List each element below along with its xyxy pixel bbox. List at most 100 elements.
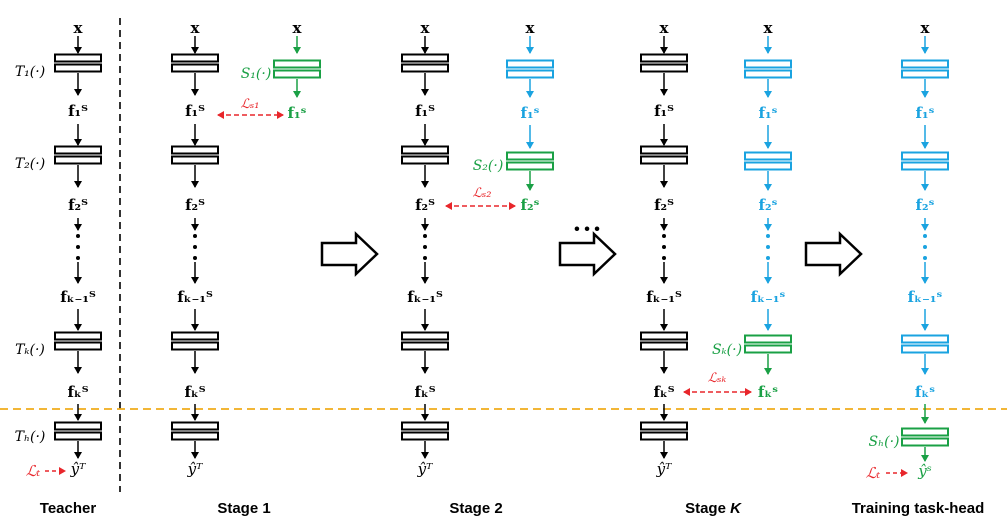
teacher-block-t1-lower [54, 63, 102, 73]
taskhead-input-x: x [921, 19, 931, 37]
stage2-block-th-upper [401, 421, 449, 431]
stage1-block-tk-lower [171, 341, 219, 351]
teacher-ellipsis-dot-2 [76, 256, 80, 260]
stage1-student-f1s: f₁ˢ [288, 104, 307, 122]
stage2-f2t: f₂ᵀ [415, 196, 435, 214]
stagek-block-t1-lower [640, 63, 688, 73]
stage2-block-t1-upper [401, 53, 449, 63]
stage1-fkm1t: fₖ₋₁ᵀ [177, 288, 213, 306]
stage2-ellipsis-dot-1 [423, 245, 427, 249]
stage1-block-th-lower [171, 431, 219, 441]
stagek-fkm1t: fₖ₋₁ᵀ [646, 288, 682, 306]
stage-ellipsis: • • • [574, 221, 600, 238]
teacher-block-th-upper [54, 421, 102, 431]
stagek-student-ellipsis-dot-0 [766, 234, 770, 238]
stage1-student-input-x: x [293, 19, 303, 37]
stage2-f1t: f₁ᵀ [415, 102, 435, 120]
taskhead-ellipsis-dot-1 [923, 245, 927, 249]
stage2-ellipsis-dot-2 [423, 256, 427, 260]
taskhead-ellipsis-dot-0 [923, 234, 927, 238]
stagek-block-th-lower [640, 431, 688, 441]
stage2-block-t1-lower [401, 63, 449, 73]
stage2-student-block-s1-lower [506, 69, 554, 79]
stagek-student-ellipsis-dot-1 [766, 245, 770, 249]
stagek-fkt: fₖᵀ [653, 383, 674, 401]
teacher-loss-t: ℒₜ [26, 462, 41, 480]
stage2-block-t2-upper [401, 145, 449, 155]
taskhead-block-sh-upper [901, 427, 949, 437]
stage2-block-th-lower [401, 431, 449, 441]
taskhead-fkm1s: fₖ₋₁ˢ [908, 288, 943, 306]
stage1-y-hat-t: ŷᵀ [187, 460, 203, 478]
stage1-ellipsis-dot-2 [193, 256, 197, 260]
stagek-student-fkm1s: fₖ₋₁ˢ [751, 288, 786, 306]
teacher-input-x: x [74, 19, 84, 37]
stage2-student-f2s: f₂ˢ [521, 196, 540, 214]
stagek-loss-sk-label: ℒₛₖ [708, 371, 727, 386]
teacher-y-hat-t: ŷᵀ [70, 460, 86, 478]
stage2-block-tk-upper [401, 331, 449, 341]
stage1-block-t1-upper [171, 53, 219, 63]
stagek-block-t1-upper [640, 53, 688, 63]
stage2-y-hat-t: ŷᵀ [417, 460, 433, 478]
stage2-fkt: fₖᵀ [414, 383, 435, 401]
stagek-block-tk-lower [640, 341, 688, 351]
taskhead-block-s1-lower [901, 69, 949, 79]
stagek-ellipsis-dot-0 [662, 234, 666, 238]
taskhead-block-sh-lower [901, 437, 949, 447]
stagek-student-ellipsis-dot-2 [766, 256, 770, 260]
stage1-f2t: f₂ᵀ [185, 196, 205, 214]
stage2-student-label-s2: S₂(·) [473, 158, 504, 174]
stagek-f1t: f₁ᵀ [654, 102, 674, 120]
teacher-block-th-lower [54, 431, 102, 441]
taskhead-loss-t: ℒₜ [866, 464, 881, 482]
stage2-loss-s2-label: ℒₛ₂ [473, 186, 492, 201]
teacher-block-t2-lower [54, 155, 102, 165]
stagek-student-block-s2-upper [744, 151, 792, 161]
stagek-block-tk-upper [640, 331, 688, 341]
stage1-ellipsis-dot-0 [193, 234, 197, 238]
teacher-block-t1-upper [54, 53, 102, 63]
stage1-f1t: f₁ᵀ [185, 102, 205, 120]
caption-stage-1: Stage 1 [217, 500, 270, 517]
taskhead-f1s: f₁ˢ [916, 104, 935, 122]
stagek-block-t2-upper [640, 145, 688, 155]
taskhead-block-s2-upper [901, 151, 949, 161]
stagek-student-f1s: f₁ˢ [759, 104, 778, 122]
taskhead-fks: fₖˢ [915, 383, 935, 401]
caption-stage-2: Stage 2 [449, 500, 502, 517]
stage-transition-arrow-2 [558, 231, 617, 277]
stage1-student-label-s1: S₁(·) [241, 66, 272, 82]
stage1-block-t2-upper [171, 145, 219, 155]
teacher-ellipsis-dot-1 [76, 245, 80, 249]
teacher-fkt: fₖᵀ [67, 383, 88, 401]
stagek-student-block-s1-upper [744, 59, 792, 69]
stagek-input-x: x [660, 19, 670, 37]
stage1-fkt: fₖᵀ [184, 383, 205, 401]
stage2-student-block-s2-upper [506, 151, 554, 161]
stage2-student-f1s: f₁ˢ [521, 104, 540, 122]
stage-transition-arrow-3 [804, 231, 863, 277]
stage1-block-t1-lower [171, 63, 219, 73]
teacher-fkm1t: fₖ₋₁ᵀ [60, 288, 96, 306]
taskhead-label-sh: Sₕ(·) [868, 434, 899, 450]
teacher-block-tk-lower [54, 341, 102, 351]
stagek-student-block-s2-lower [744, 161, 792, 171]
teacher-label-tk: Tₖ(·) [15, 342, 45, 358]
teacher-label-t2: T₂(·) [15, 156, 45, 172]
stage1-loss-s1-label: ℒₛ₁ [241, 97, 260, 112]
caption-teacher: Teacher [40, 500, 97, 517]
stagek-y-hat-t: ŷᵀ [656, 460, 672, 478]
taskhead-f2s: f₂ˢ [916, 196, 935, 214]
taskhead-block-sk-upper [901, 334, 949, 344]
teacher-block-t2-upper [54, 145, 102, 155]
caption-task-head: Training task-head [852, 500, 985, 517]
stagek-block-t2-lower [640, 155, 688, 165]
stagek-student-fks: fₖˢ [758, 383, 778, 401]
teacher-block-tk-upper [54, 331, 102, 341]
teacher-label-th: Tₕ(·) [15, 429, 46, 445]
stagek-ellipsis-dot-2 [662, 256, 666, 260]
stagek-ellipsis-dot-1 [662, 245, 666, 249]
stage-transition-arrow-1 [320, 231, 379, 277]
stagek-f2t: f₂ᵀ [654, 196, 674, 214]
